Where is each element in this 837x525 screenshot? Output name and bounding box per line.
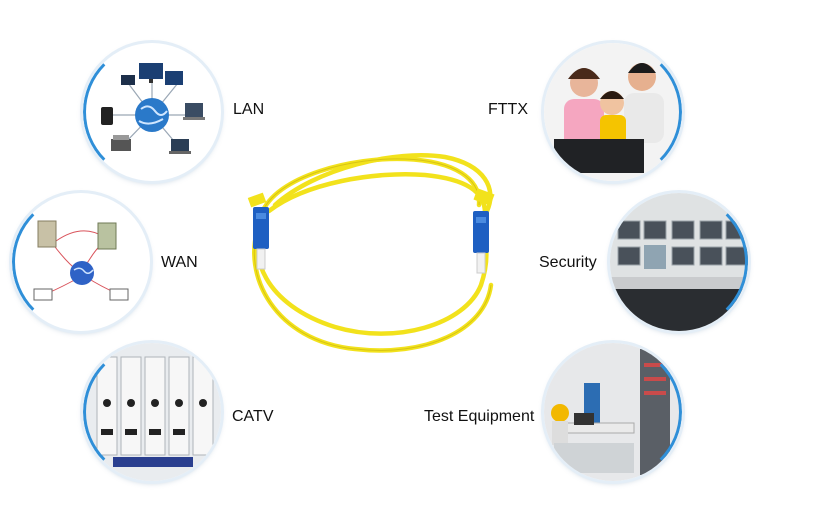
monitor-wall-icon [610,193,748,331]
lan-image [83,43,221,181]
fttx-label: FTTX [488,101,528,118]
catv-label: CATV [232,408,274,425]
fiber-patch-cable-image [247,153,495,353]
lab-equipment-icon [544,343,682,481]
family-laptop-icon [544,43,682,181]
lan-label: LAN [233,101,265,118]
wan-image [12,193,150,331]
wan-label: WAN [161,254,198,271]
test-equipment-image [544,343,682,481]
fttx-image [544,43,682,181]
security-image [610,193,748,331]
catv-rack-icon [83,343,221,481]
catv-image [83,343,221,481]
test-equipment-label: Test Equipment [424,408,535,425]
wan-diagram-icon [15,196,147,328]
network-diagram-icon [86,46,218,178]
security-label: Security [539,254,597,271]
